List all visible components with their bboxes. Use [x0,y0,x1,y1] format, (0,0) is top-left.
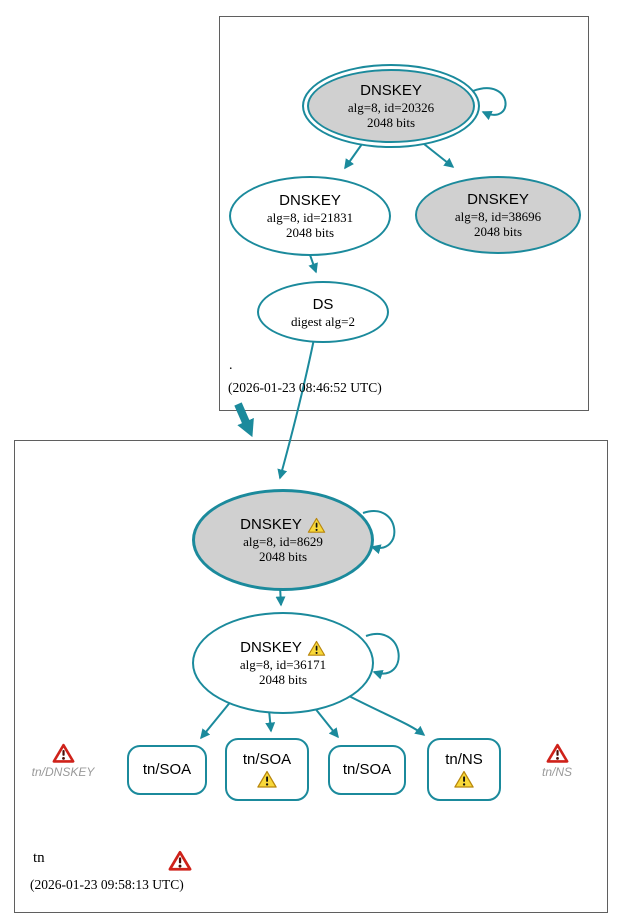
warning-icon [257,770,277,788]
zone-timestamp-root: (2026-01-23 08:46:52 UTC) [228,380,382,395]
node-dnskey-8629[interactable]: DNSKEY alg=8, id=8629 2048 bits [192,489,374,591]
node-title: DNSKEY [240,639,302,656]
edge-tn-zsk-to-soa1 [200,699,233,740]
node-rrset-tn-ns[interactable]: tn/NS [427,738,501,801]
edge-tn-zsk-to-soa3 [313,706,339,739]
delegation-arrow [234,402,254,438]
node-title: DNSKEY [360,82,422,99]
selfloop-root-ksk [472,87,507,121]
node-alg: alg=8, id=36171 [239,657,327,672]
node-dnskey-38696[interactable]: DNSKEY alg=8, id=38696 2048 bits [415,176,581,254]
rrset-label: tn/SOA [142,761,192,778]
selfloop-tn-zsk [365,632,400,680]
warning-icon [454,770,474,788]
zone-timestamp-tn: (2026-01-23 09:58:13 UTC) [30,877,184,892]
node-bits: 2048 bits [258,672,308,687]
node-alg: alg=8, id=20326 [347,100,435,115]
zone-label-tn: tn [33,850,45,866]
node-alg: alg=8, id=21831 [266,210,354,225]
warning-icon [307,517,326,533]
node-bits: 2048 bits [366,115,416,130]
node-title: DNSKEY [240,516,302,533]
node-bits: 2048 bits [473,224,523,239]
node-title: DNSKEY [467,191,529,208]
error-icon [168,850,192,871]
error-icon [52,743,74,763]
error-icon [546,743,568,763]
node-dnskey-36171[interactable]: DNSKEY alg=8, id=36171 2048 bits [192,612,374,714]
error-label: tn/NS [541,765,572,779]
node-rrset-tn-soa-2[interactable]: tn/SOA [225,738,309,801]
edge-root-ksk-to-zsk1 [344,143,363,170]
node-alg: alg=8, id=38696 [454,209,542,224]
node-title: DS [312,295,334,313]
zone-label-root: . [229,358,233,373]
node-digest: digest alg=2 [290,313,356,329]
rrset-label: tn/SOA [342,761,392,778]
node-rrset-tn-soa-3[interactable]: tn/SOA [328,745,406,795]
zone-error-icon-tn [168,850,192,877]
warning-icon [307,640,326,656]
error-tn-ns[interactable]: tn/NS [528,743,586,779]
node-alg: alg=8, id=8629 [243,534,323,549]
double-border-ring [307,69,475,143]
edge-ds-to-tn-ksk [277,338,315,480]
node-title: DNSKEY [279,192,341,209]
error-tn-dnskey[interactable]: tn/DNSKEY [26,743,100,779]
edge-tn-zsk-to-ns [348,695,426,736]
node-ds-root[interactable]: DS digest alg=2 [257,281,389,343]
edge-root-ksk-to-zsk2 [423,143,455,168]
node-rrset-tn-soa-1[interactable]: tn/SOA [127,745,207,795]
error-label: tn/DNSKEY [31,765,95,779]
rrset-label: tn/NS [445,750,483,768]
node-bits: 2048 bits [285,225,335,240]
node-dnskey-21831[interactable]: DNSKEY alg=8, id=21831 2048 bits [229,176,391,256]
rrset-label: tn/SOA [242,750,292,768]
node-dnskey-20326[interactable]: DNSKEY alg=8, id=20326 2048 bits [302,64,480,148]
node-bits: 2048 bits [258,549,308,564]
selfloop-tn-ksk [362,510,396,555]
